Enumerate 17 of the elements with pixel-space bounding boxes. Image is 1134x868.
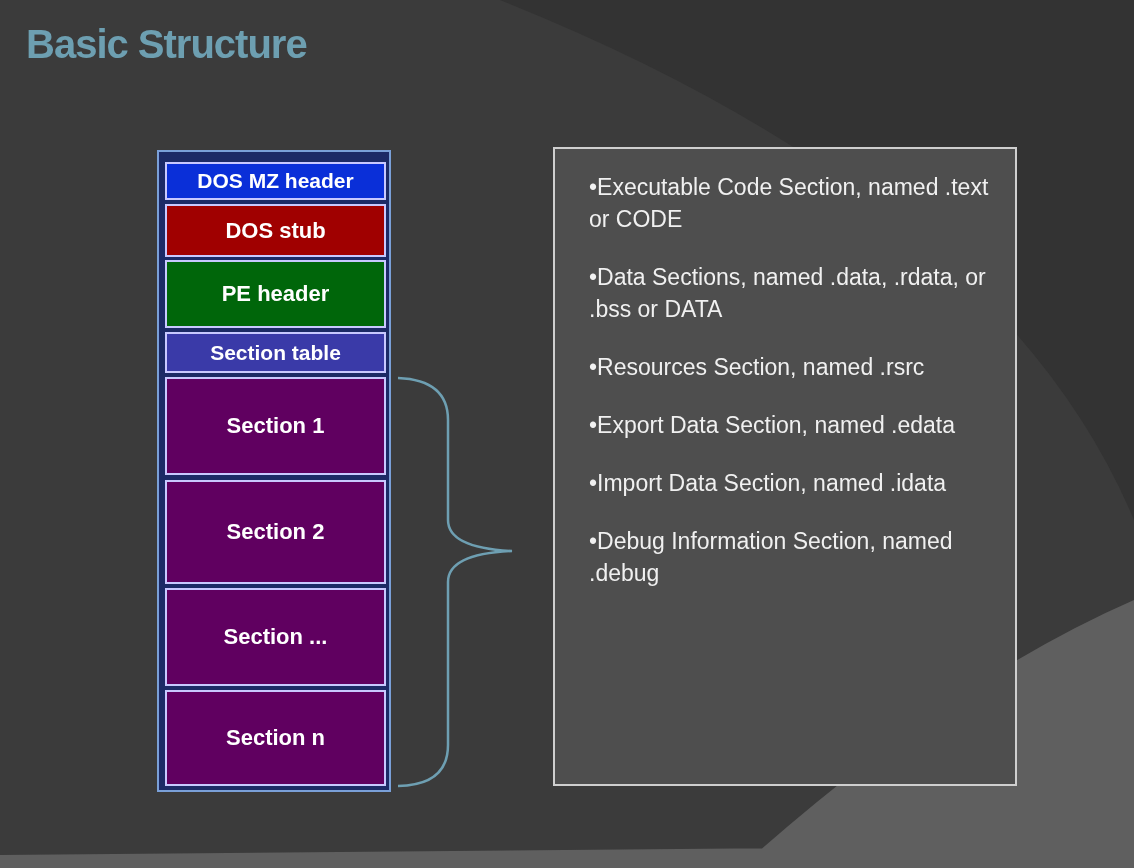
bullet-text: •Debug Information Section, named .debug bbox=[589, 527, 954, 588]
structure-block: Section ... bbox=[165, 588, 386, 686]
structure-block: Section table bbox=[165, 332, 386, 373]
bullet-text: •Import Data Section, named .idata bbox=[589, 469, 948, 498]
stack-frame bbox=[157, 150, 391, 792]
structure-block: DOS MZ header bbox=[165, 162, 386, 200]
structure-block: Section 1 bbox=[165, 377, 386, 475]
bullet-text: •Data Sections, named .data, .rdata, or .bss or DATA bbox=[589, 263, 987, 324]
structure-block: Section 2 bbox=[165, 480, 386, 584]
structure-block: DOS stub bbox=[165, 204, 386, 257]
bullet-text: •Export Data Section, named .edata bbox=[589, 411, 957, 440]
structure-block: PE header bbox=[165, 260, 386, 328]
bullet-text: •Executable Code Section, named .text or CODE bbox=[589, 173, 990, 234]
structure-block: Section n bbox=[165, 690, 386, 786]
info-panel bbox=[553, 147, 1017, 786]
bullet-text: •Resources Section, named .rsrc bbox=[589, 353, 926, 382]
slide-title: Basic Structure bbox=[26, 22, 307, 67]
